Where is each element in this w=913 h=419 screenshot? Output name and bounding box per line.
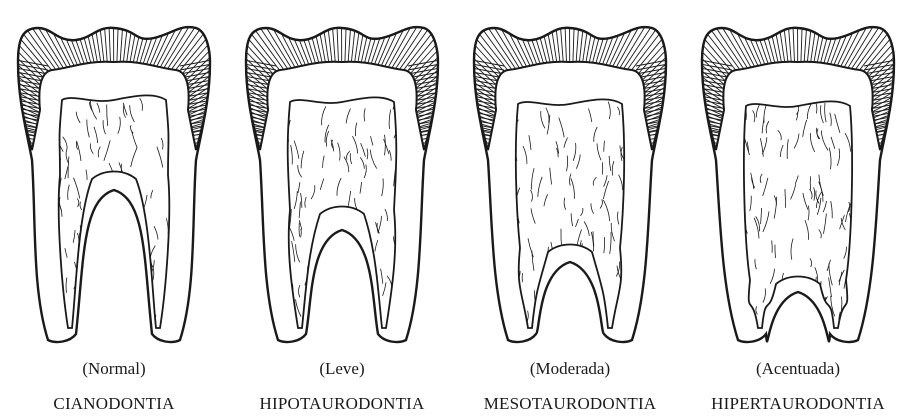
tooth-drawing-normal (0, 0, 228, 352)
tooth-outline (18, 27, 210, 342)
tooth-panel-leve: (Leve) HIPOTAURODONTIA (228, 0, 456, 419)
term-label-mesotaurodontia: MESOTAURODONTIA (456, 394, 684, 414)
term-label-hipertaurodontia: HIPERTAURODONTIA (684, 394, 912, 414)
pulp-chamber (744, 101, 852, 328)
tooth-panel-normal: (Normal) CIANODONTIA (0, 0, 228, 419)
tooth-drawing-moderada (456, 0, 684, 352)
tooth-panel-acentuada: (Acentuada) HIPERTAURODONTIA (684, 0, 912, 419)
pulp-chamber (59, 95, 170, 328)
degree-label-leve: (Leve) (228, 359, 456, 379)
tooth-drawing-acentuada (684, 0, 912, 352)
degree-label-moderada: (Moderada) (456, 359, 684, 379)
degree-label-normal: (Normal) (0, 359, 228, 379)
tooth-drawing-leve (228, 0, 456, 352)
term-label-hipotaurodontia: HIPOTAURODONTIA (228, 394, 456, 414)
term-label-cianodontia: CIANODONTIA (0, 394, 228, 414)
tooth-panel-moderada: (Moderada) MESOTAURODONTIA (456, 0, 684, 419)
degree-label-acentuada: (Acentuada) (684, 359, 912, 379)
